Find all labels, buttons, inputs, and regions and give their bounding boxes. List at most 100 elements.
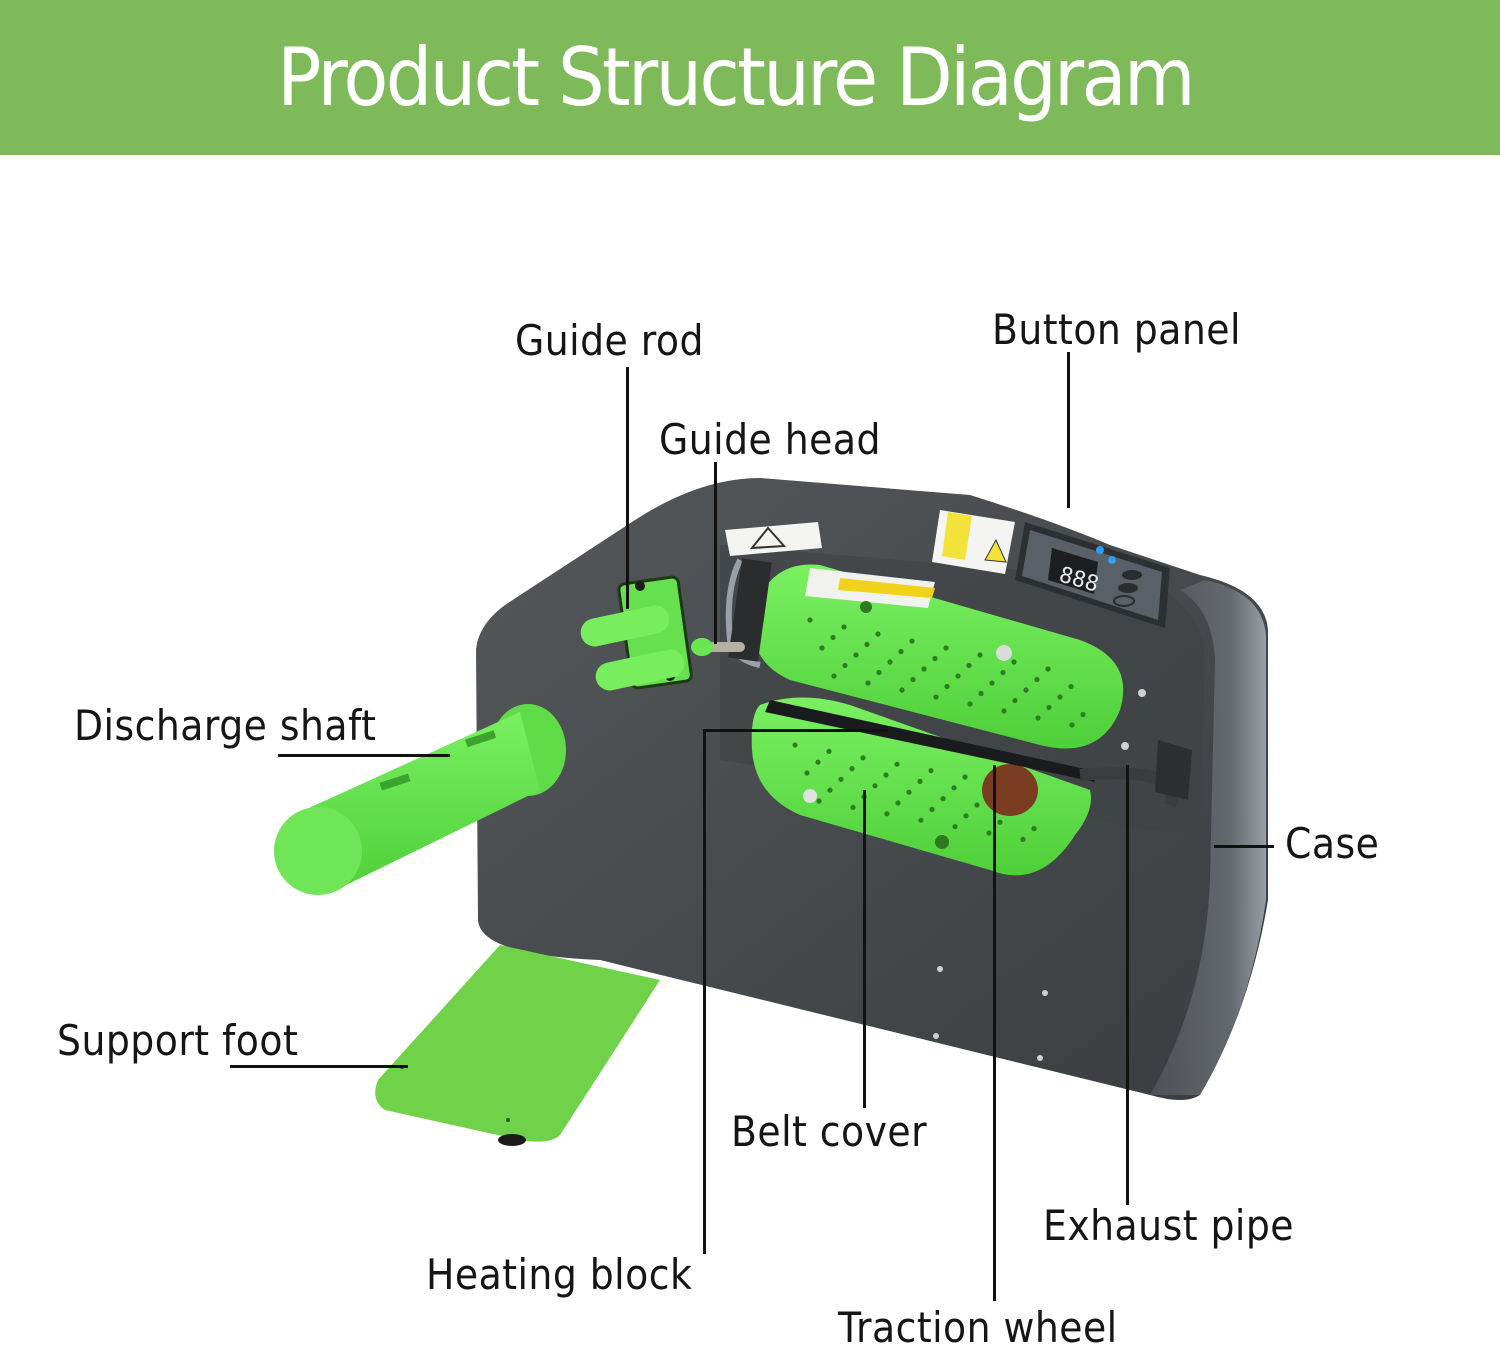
leader-line-heating-block-h [703, 729, 888, 732]
vent-hole [1046, 704, 1052, 711]
discharge-shaft [274, 704, 566, 895]
vent-hole [1045, 666, 1051, 672]
leader-line-button-panel [1067, 352, 1070, 508]
vent-hole [1023, 687, 1029, 693]
vent-hole [1034, 676, 1040, 683]
vent-hole [1012, 697, 1018, 704]
vent-hole [966, 662, 972, 669]
exhaust-pipe [1079, 740, 1192, 807]
vent-hole [977, 652, 983, 658]
vent-hole [849, 766, 855, 772]
vent-hole [1068, 683, 1074, 690]
vent-hole [864, 641, 870, 648]
vent-hole [807, 617, 813, 623]
vent-hole [906, 789, 912, 795]
vent-hole [917, 778, 923, 785]
leader-line-guide-rod [626, 367, 629, 609]
leader-line-belt-cover [863, 790, 866, 1108]
vent-hole [1069, 722, 1075, 728]
vent-hole [898, 648, 904, 655]
vent-hole [876, 669, 882, 676]
vent-hole [997, 819, 1003, 825]
vent-hole [918, 817, 924, 823]
vent-hole [1020, 836, 1026, 843]
vent-hole [894, 761, 900, 767]
leader-line-discharge-shaft [278, 754, 450, 757]
vent-hole [830, 634, 836, 641]
heating-block [765, 700, 1095, 782]
leader-line-heating-block-v [703, 729, 706, 1254]
vent-hole [933, 694, 939, 700]
button-panel: 888 [1015, 522, 1170, 628]
vent-hole [963, 813, 969, 819]
vent-hole [860, 755, 866, 761]
leader-line-case [1214, 845, 1274, 848]
upper-cover-vent-holes [807, 617, 1086, 728]
vent-hole [841, 624, 847, 630]
label-discharge-shaft: Discharge shaft [74, 701, 377, 750]
traction-wheel [982, 764, 1038, 816]
vent-hole [1031, 826, 1037, 832]
vent-hole [929, 806, 935, 813]
vent-hole [1057, 694, 1063, 700]
label-guide-head: Guide head [659, 415, 881, 464]
vent-hole [943, 645, 949, 651]
lower-belt-cover [751, 697, 1091, 876]
case-screws [933, 689, 1146, 1061]
vent-hole [944, 683, 950, 690]
label-guide-rod: Guide rod [515, 316, 704, 365]
vent-hole [883, 772, 889, 778]
vent-hole [986, 830, 992, 836]
label-support-foot: Support foot [57, 1016, 299, 1065]
vent-hole [815, 759, 821, 765]
vent-hole [872, 783, 878, 789]
vent-hole [895, 800, 901, 806]
vent-hole [826, 748, 832, 755]
vent-hole [921, 666, 927, 672]
page-title: Product Structure Diagram [277, 31, 1195, 124]
vent-hole [792, 742, 798, 748]
label-traction-wheel: Traction wheel [838, 1303, 1118, 1352]
vent-hole [804, 770, 810, 776]
guide-rod [580, 575, 693, 691]
support-foot [375, 945, 660, 1146]
vent-hole [928, 768, 934, 774]
upper-belt-cover [753, 564, 1124, 749]
vent-hole [910, 676, 916, 683]
vent-hole [932, 655, 938, 662]
vent-hole [884, 811, 890, 817]
vent-hole [955, 673, 961, 679]
vent-hole [962, 774, 968, 780]
label-belt-cover: Belt cover [731, 1107, 928, 1156]
vent-hole [1011, 659, 1017, 665]
vent-hole [967, 701, 973, 707]
vent-hole [831, 673, 837, 679]
vent-hole [865, 680, 871, 686]
header-banner: Product Structure Diagram [0, 0, 1500, 155]
label-exhaust-pipe: Exhaust pipe [1043, 1201, 1295, 1250]
leader-line-traction-wheel [993, 765, 996, 1301]
label-heating-block: Heating block [426, 1250, 693, 1299]
warning-sticker-left [725, 522, 822, 556]
vent-hole [827, 787, 833, 793]
guide-head [691, 558, 772, 668]
vent-hole [1035, 715, 1041, 721]
vent-hole [974, 802, 980, 808]
label-case: Case [1285, 819, 1380, 868]
vent-hole [842, 662, 848, 669]
vent-hole [838, 776, 844, 783]
leader-line-support-foot [230, 1065, 408, 1068]
vent-hole [875, 631, 881, 637]
leader-line-guide-head [714, 462, 717, 644]
vent-hole [940, 796, 946, 802]
vent-hole [850, 804, 856, 811]
vent-hole [952, 824, 958, 830]
vent-hole [1080, 711, 1086, 718]
vent-hole [951, 785, 957, 791]
vent-hole [853, 652, 859, 658]
vent-hole [816, 798, 822, 804]
vent-hole [909, 638, 915, 644]
vent-hole [978, 690, 984, 697]
vent-hole [989, 680, 995, 686]
